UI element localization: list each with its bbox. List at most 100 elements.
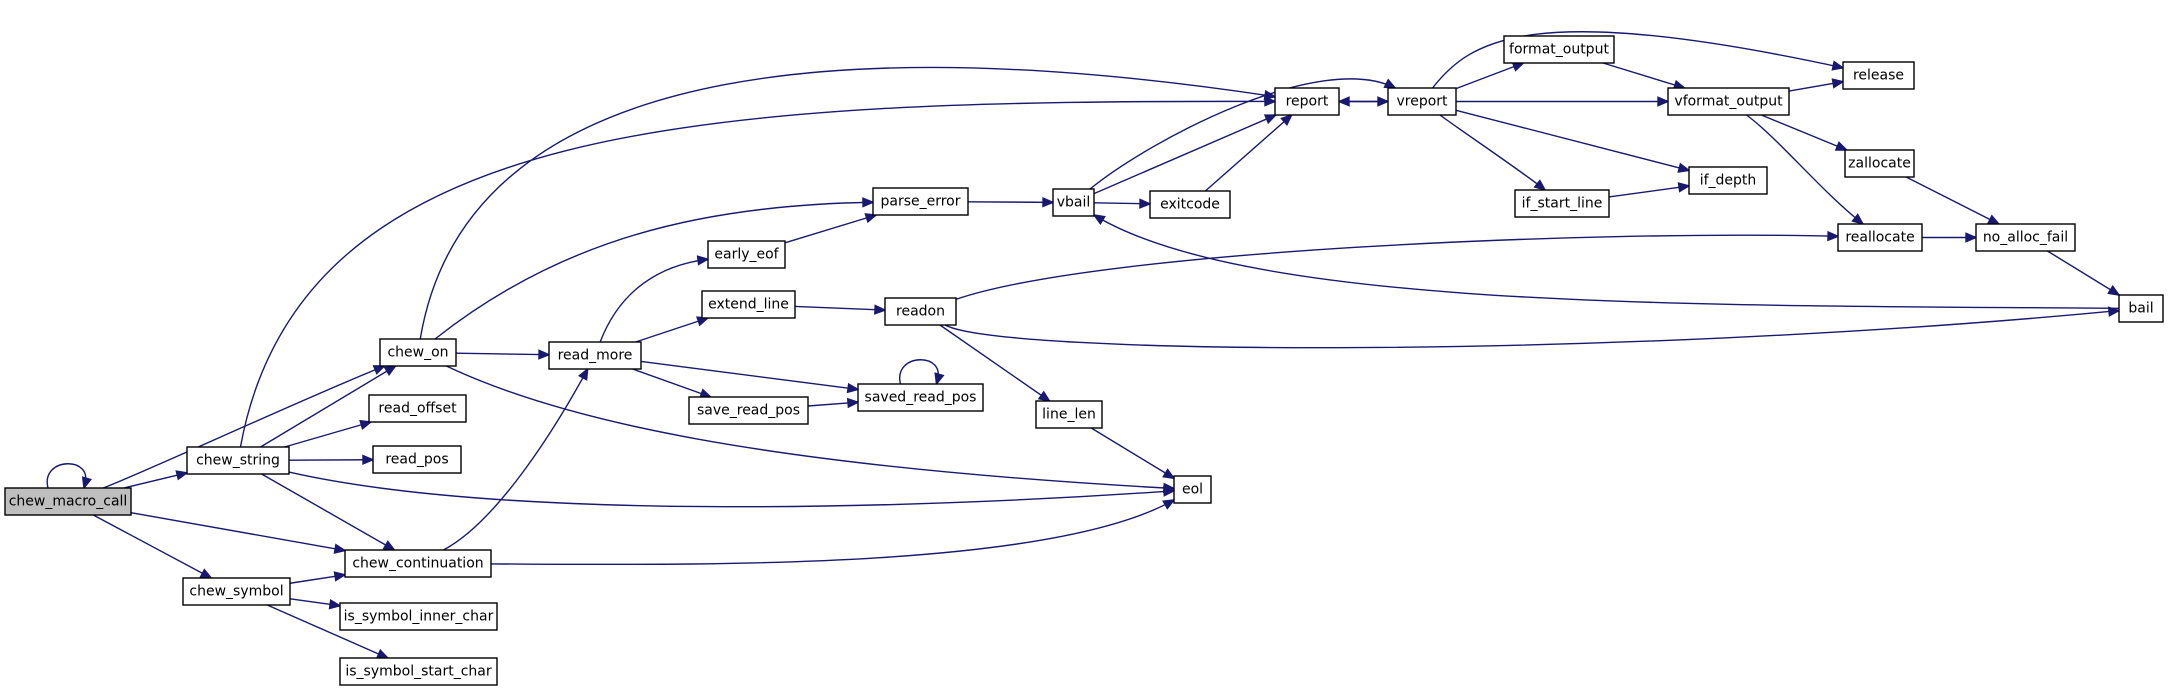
- edge-readon-to-line_len: [939, 324, 1052, 403]
- edge-arrowhead: [1042, 197, 1055, 208]
- node-vbail[interactable]: vbail: [1052, 188, 1095, 217]
- node-box: [1503, 35, 1615, 64]
- edge-arrowhead: [846, 382, 860, 394]
- node-read-pos[interactable]: read_pos: [372, 445, 462, 474]
- edge-line: [419, 66, 1276, 340]
- node-box: [1387, 87, 1457, 116]
- node-box: [701, 290, 796, 319]
- edge-line: [284, 421, 372, 448]
- edge-read_more-to-extend_line: [635, 316, 710, 343]
- edge-line: [434, 201, 874, 340]
- node-early-eof[interactable]: early_eof: [707, 240, 786, 269]
- edge-arrowhead: [333, 571, 347, 582]
- node-label: is_symbol_start_char: [345, 664, 491, 680]
- node-release[interactable]: release: [1842, 61, 1915, 90]
- call-graph-nodes: chew_macro_call chew_string chew_symbol che…: [4, 35, 2164, 686]
- node-label: early_eof: [714, 247, 779, 263]
- edge-vbail-to-report: [1093, 114, 1278, 195]
- node-label: reallocate: [1845, 230, 1914, 246]
- edge-arrowhead: [375, 648, 390, 659]
- node-parse-error[interactable]: parse_error: [872, 187, 969, 216]
- node-format-output[interactable]: format_output: [1503, 35, 1615, 64]
- node-label: read_offset: [378, 401, 457, 417]
- edge-line: [967, 201, 1054, 204]
- edge-arrowhead: [1831, 78, 1845, 89]
- node-eol[interactable]: eol: [1173, 475, 1212, 504]
- node-label: chew_symbol: [189, 584, 283, 600]
- call-graph-edges: [46, 31, 2121, 659]
- edge-arrowhead: [846, 397, 860, 409]
- edge-arrowhead: [328, 599, 342, 610]
- node-chew-symbol[interactable]: chew_symbol: [182, 577, 291, 606]
- node-zallocate[interactable]: zallocate: [1844, 149, 1915, 178]
- node-save-read-pos[interactable]: save_read_pos: [688, 396, 809, 425]
- edge-line: [635, 317, 709, 343]
- node-is-symbol-inner-char[interactable]: is_symbol_inner_char: [339, 602, 498, 631]
- node-saved-read-pos[interactable]: saved_read_pos: [857, 383, 984, 412]
- edge-chew_string-to-chew_continuation: [261, 473, 396, 551]
- edge-arrowhead: [1037, 390, 1052, 403]
- edge-exitcode-to-report: [1204, 113, 1294, 192]
- node-vformat-output[interactable]: vformat_output: [1667, 87, 1790, 116]
- node-label: eol: [1182, 482, 1203, 498]
- node-readon[interactable]: readon: [884, 297, 957, 326]
- node-is-symbol-start-char[interactable]: is_symbol_start_char: [339, 657, 498, 686]
- edge-arrowhead: [1533, 179, 1547, 192]
- node-label: vreport: [1396, 94, 1448, 110]
- node-label: if_start_line: [1522, 196, 1603, 212]
- node-label: parse_error: [880, 194, 960, 210]
- node-box: [339, 657, 498, 686]
- edge-arrowhead: [577, 367, 589, 381]
- edge-line: [102, 365, 385, 489]
- node-box: [1052, 188, 1095, 217]
- edge-line: [939, 324, 1050, 402]
- node-report[interactable]: report: [1274, 87, 1340, 116]
- node-chew-string[interactable]: chew_string: [186, 446, 290, 475]
- node-chew-continuation[interactable]: chew_continuation: [344, 549, 492, 578]
- node-reallocate[interactable]: reallocate: [1837, 223, 1923, 252]
- node-chew-macro-call[interactable]: chew_macro_call: [4, 487, 132, 516]
- edge-arrowhead: [1163, 482, 1176, 494]
- edge-arrowhead: [1827, 230, 1840, 242]
- edge-arrowhead: [175, 470, 189, 481]
- edge-chew_symbol-to-chew_continuation: [289, 571, 347, 584]
- node-bail[interactable]: bail: [2118, 294, 2164, 323]
- edge-line: [455, 352, 550, 356]
- edge-arrowhead: [1986, 214, 2001, 225]
- node-read-more[interactable]: read_more: [548, 341, 642, 370]
- edge-parse_error-to-vbail: [967, 197, 1055, 208]
- node-chew-on[interactable]: chew_on: [379, 338, 457, 367]
- edge-readon-to-reallocate: [955, 230, 1840, 300]
- edge-vformat_output-to-release: [1788, 78, 1845, 92]
- edge-arrowhead: [1383, 78, 1397, 89]
- edge-arrowhead: [696, 255, 710, 266]
- node-line-len[interactable]: line_len: [1035, 400, 1103, 429]
- edge-readon-to-bail: [944, 306, 2121, 349]
- edge-line: [1455, 62, 1524, 90]
- edge-arrowhead: [1139, 198, 1152, 209]
- edge-line: [1746, 114, 1864, 225]
- node-extend-line[interactable]: extend_line: [701, 290, 796, 319]
- edge-vformat_output-to-reallocate: [1746, 114, 1865, 226]
- edge-chew_on-to-parse_error: [434, 197, 875, 340]
- edge-arrowhead: [1337, 96, 1350, 107]
- edge-line: [1455, 109, 1690, 172]
- node-if-depth[interactable]: if_depth: [1688, 166, 1768, 195]
- edge-line: [261, 473, 395, 551]
- edge-arrowhead: [1263, 114, 1278, 125]
- node-vreport[interactable]: vreport: [1387, 87, 1457, 116]
- edge-line: [1905, 176, 2000, 225]
- node-no-alloc-fail[interactable]: no_alloc_fail: [1975, 223, 2076, 252]
- edge-arrowhead: [333, 543, 347, 554]
- edge-line: [599, 258, 709, 343]
- edge-saved_read_pos-to-saved_read_pos: [899, 359, 945, 386]
- edge-arrowhead: [199, 568, 213, 579]
- node-if-start-line[interactable]: if_start_line: [1514, 189, 1610, 218]
- edge-reallocate-to-no_alloc_fail: [1922, 232, 1978, 243]
- edge-chew_macro_call-to-chew_macro_call: [46, 463, 92, 490]
- node-read-offset[interactable]: read_offset: [368, 394, 467, 423]
- edge-arrowhead: [874, 304, 887, 315]
- node-exitcode[interactable]: exitcode: [1149, 190, 1231, 219]
- edge-line: [1608, 185, 1690, 198]
